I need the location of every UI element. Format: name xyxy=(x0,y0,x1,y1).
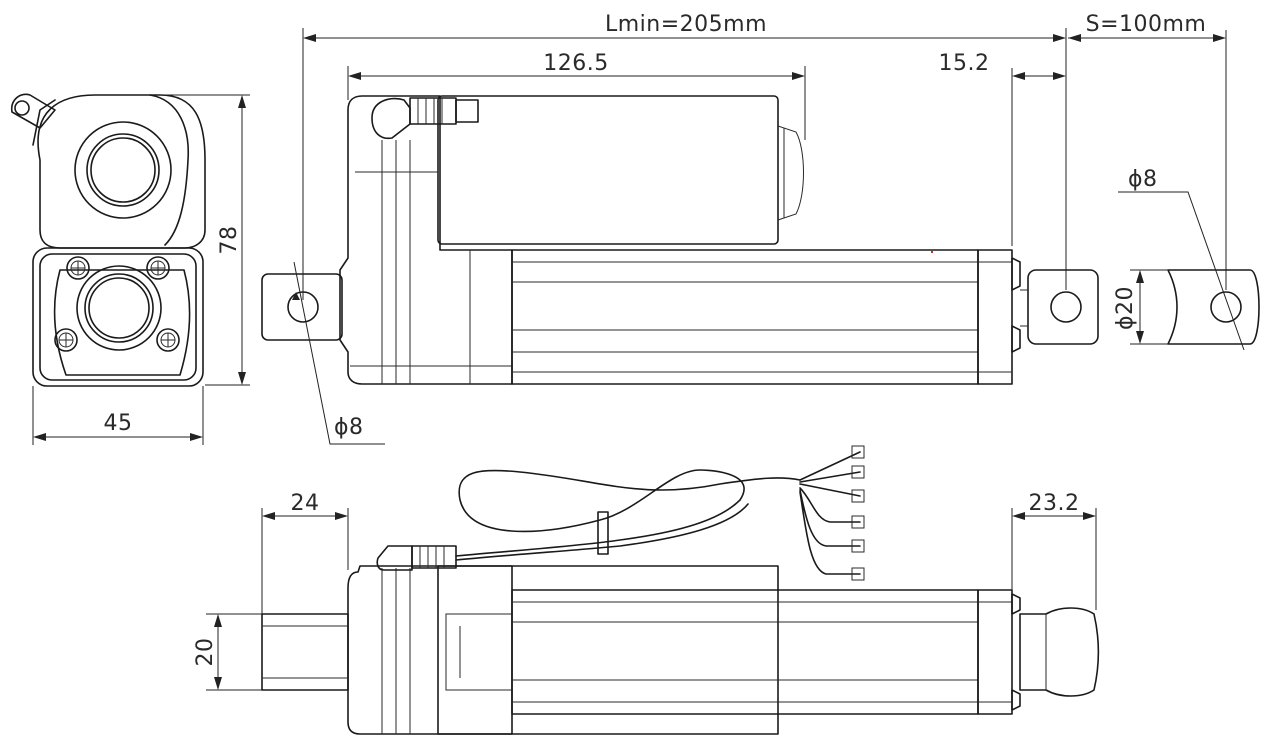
dim-hole-end-label: ϕ8 xyxy=(1128,167,1158,192)
dim-width-label: 45 xyxy=(104,411,133,436)
dim-rod-end-label: 15.2 xyxy=(939,51,990,76)
dim-rod-diameter-label: ϕ20 xyxy=(1113,286,1138,330)
dim-lmin-label: Lmin=205mm xyxy=(605,12,767,37)
end-view: 78 45 xyxy=(10,93,250,445)
dim-hole-side-label: ϕ8 xyxy=(334,415,364,440)
top-view: 24 23.2 20 xyxy=(193,445,1100,735)
dim-rear-clevis-label: 24 xyxy=(291,491,320,516)
screw-icon xyxy=(54,328,78,352)
dim-front-rod-label: 23.2 xyxy=(1029,491,1080,516)
screw-icon xyxy=(146,256,170,280)
dim-stroke-label: S=100mm xyxy=(1086,12,1207,37)
dim-clevis-width-label: 20 xyxy=(193,638,218,667)
dim-motor-length-label: 126.5 xyxy=(543,51,608,76)
screw-icon xyxy=(156,328,180,352)
side-view: Lmin=205mm S=100mm 126.5 15.2 ϕ8 ϕ8 ϕ20 xyxy=(261,12,1260,445)
screw-icon xyxy=(66,256,90,280)
dim-height-label: 78 xyxy=(217,226,242,255)
